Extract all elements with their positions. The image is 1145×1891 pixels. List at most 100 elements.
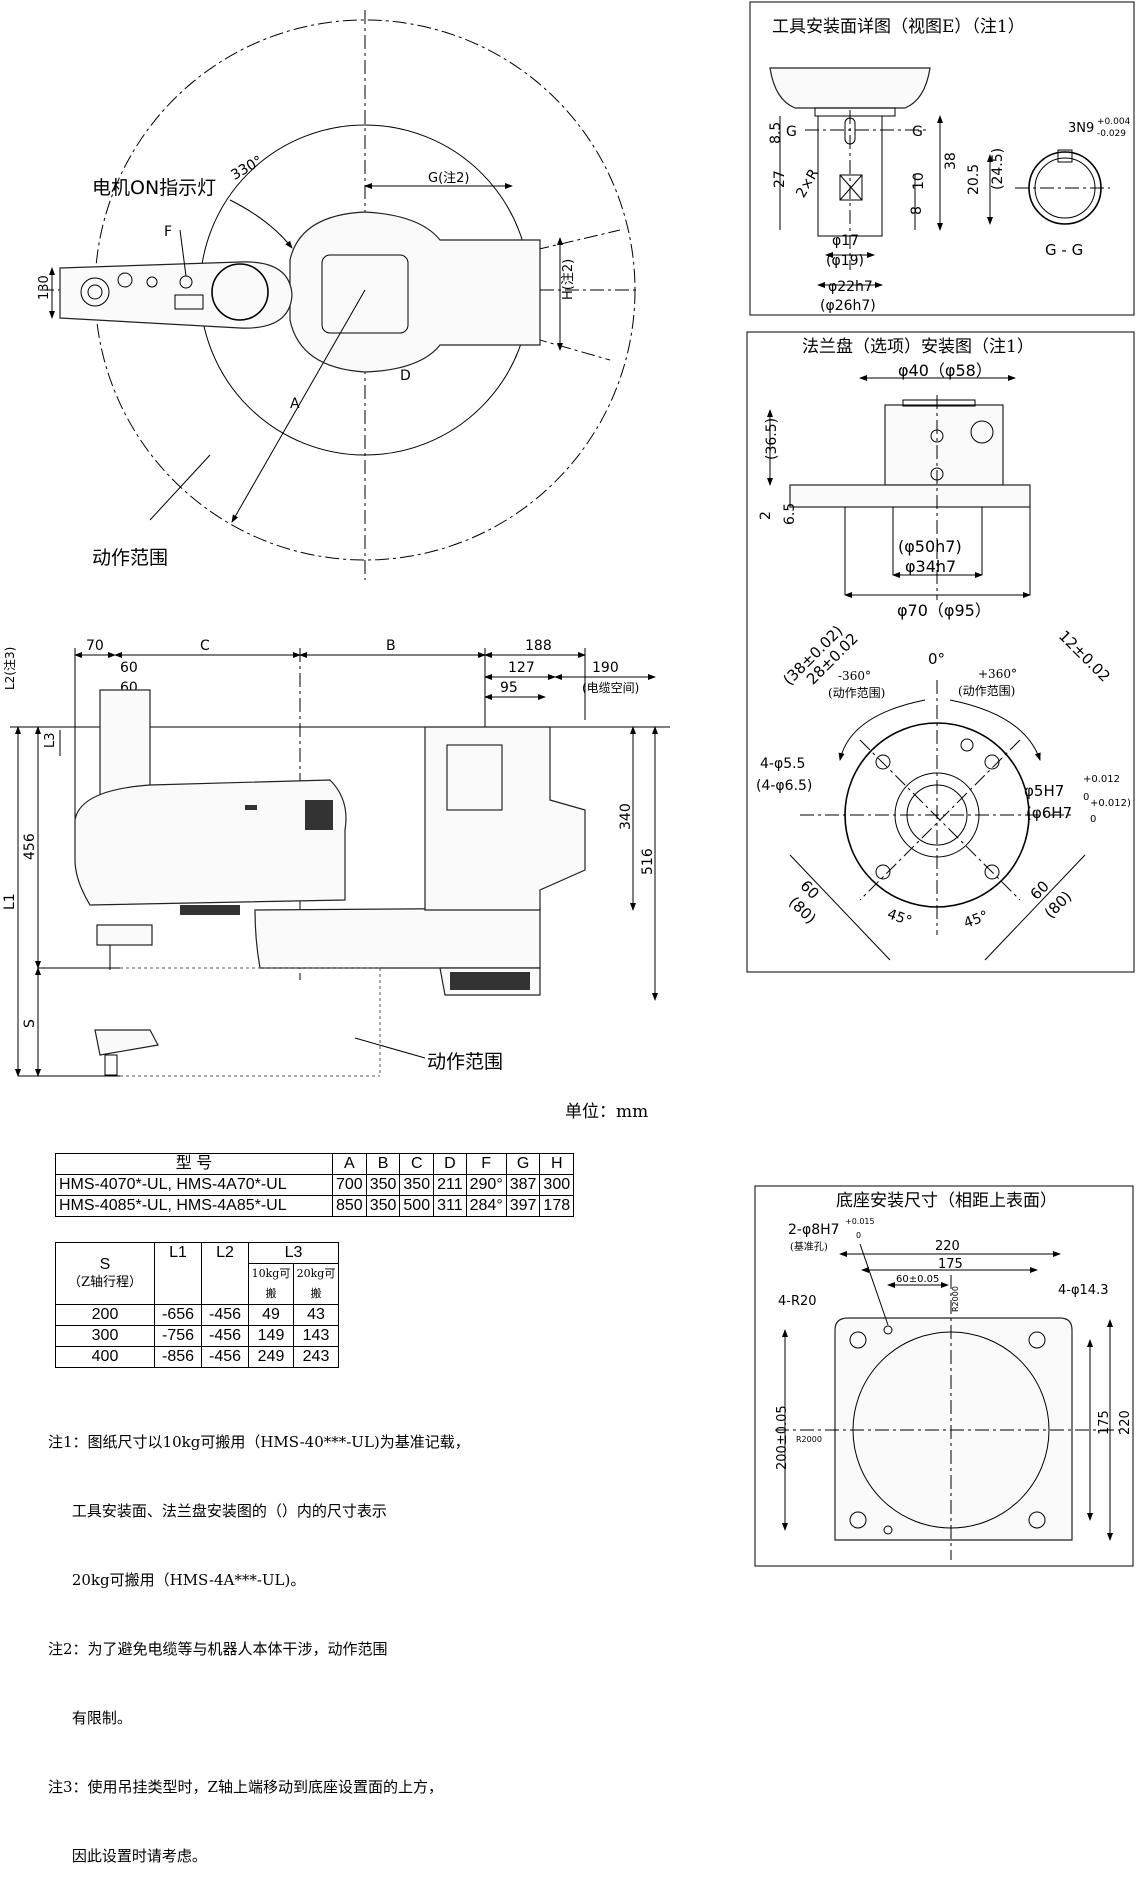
cell-f: 284° (465, 1195, 507, 1217)
cell-g: 397 (505, 1195, 541, 1217)
table-row: 300 -756 -456 149 143 (55, 1325, 339, 1347)
cell-model: HMS-4085*-UL, HMS-4A85*-UL (55, 1195, 333, 1217)
dim-l1: L1 (2, 893, 18, 910)
dim-60-right: 60 (1027, 877, 1053, 903)
base-outline-top (289, 211, 541, 373)
notes-block: 注1：图纸尺寸以10kg可搬用（HMS-40***-UL)为基准记载， 工具安装… (48, 1385, 470, 1891)
cell-b: 350 (365, 1195, 401, 1217)
tool-detail-title: 工具安装面详图（视图E）（注1） (772, 17, 1025, 37)
dim-phi34: φ34h7 (905, 557, 956, 576)
dim-95: 95 (500, 680, 518, 696)
dim-175-h: 175 (938, 1257, 963, 1272)
dim-phi5h7-tol: +0.012 (1083, 774, 1120, 785)
dim-24-5: (24.5) (990, 148, 1006, 190)
dim-2-pins: 2-φ8H7 (788, 1222, 840, 1238)
drawing-canvas: 电机ON指示灯 动作范围 330° G(注2) H(注2) F A D 130 … (2, 1, 1135, 1567)
header-d: D (433, 1153, 467, 1175)
dim-6-5: 6.5 (782, 503, 798, 525)
dim-456: 456 (22, 833, 38, 860)
note-2a: 注2：为了避免电缆等与机器人本体干涉，动作范围 (48, 1640, 388, 1658)
cell-l1: -756 (154, 1325, 202, 1347)
header-h: H (539, 1153, 575, 1175)
base-frame (754, 1185, 1134, 1567)
dim-phi5h7-zero: 0 (1083, 792, 1089, 803)
dim-h: H(注2) (561, 259, 576, 300)
range-label-right: (动作范围) (958, 684, 1015, 698)
motion-range-label-top: 动作范围 (92, 547, 168, 569)
dim-r2000-top: R2000 (951, 1286, 960, 1312)
note-3b: 因此设置时请考虑。 (48, 1847, 207, 1865)
dim-516: 516 (640, 848, 656, 875)
dim-60a: 60 (120, 660, 138, 676)
dim-2: 2 (758, 511, 774, 520)
angle-45-right: 45° (962, 908, 991, 932)
flange-frame (746, 331, 1135, 973)
dim-c: C (200, 638, 210, 654)
dim-190: 190 (592, 660, 619, 676)
dim-phi70: φ70（φ95） (897, 601, 991, 620)
table-row: 400 -856 -456 249 243 (55, 1346, 339, 1368)
dim-60-tol: 60±0.05 (896, 1274, 939, 1285)
dim-pins-tol: +0.015 (845, 1217, 875, 1226)
stroke-table: S （Z轴行程） L1 L2 L3 10kg可搬 20kg可搬 200 -656… (55, 1242, 339, 1368)
cell-g: 387 (505, 1174, 541, 1196)
note-1c: 20kg可搬用（HMS-4A***-UL)。 (48, 1571, 306, 1589)
flange-title: 法兰盘（选项）安装图（注1） (802, 337, 1034, 357)
dim-phi19: (φ19) (826, 253, 864, 269)
spec-table: 型 号 A B C D F G H HMS-4070*-UL, HMS-4A70… (55, 1153, 575, 1217)
cell-h: 178 (539, 1195, 575, 1217)
note-3a: 注3：使用吊挂类型时，Z轴上端移动到底座设置面的上方， (48, 1778, 443, 1796)
dim-130: 130 (37, 275, 52, 300)
cell-s: 300 (55, 1325, 155, 1347)
base-title: 底座安装尺寸（相距上表面） (836, 1191, 1057, 1211)
dim-3n9-tol-up: +0.004 (1097, 117, 1131, 127)
angle-pos360: +360° (978, 667, 1017, 681)
motion-range-label-side: 动作范围 (427, 1051, 503, 1073)
cell-b: 350 (365, 1174, 401, 1196)
header-a: A (332, 1153, 367, 1175)
dim-3n9: 3N9 (1068, 121, 1094, 136)
dim-d: D (400, 368, 411, 384)
spec-header-row: 型 号 A B C D F G H (55, 1153, 575, 1175)
dim-10: 10 (911, 172, 927, 190)
header-b: B (365, 1153, 401, 1175)
cell-f: 290° (465, 1174, 507, 1196)
dim-a: A (290, 396, 300, 412)
cell-d: 211 (433, 1174, 467, 1196)
base-body-side (424, 726, 586, 911)
cell-s: 400 (55, 1346, 155, 1368)
dim-340: 340 (618, 803, 634, 830)
cell-a: 700 (332, 1174, 367, 1196)
header-s-label: S (99, 1255, 111, 1273)
base-panel: 底座安装尺寸（相距上表面） 2-φ8H7 +0.015 0 (基准孔) 220 … (754, 1185, 1134, 1567)
dim-r2000-left: R2000 (796, 1435, 822, 1444)
arm2-body (74, 779, 347, 906)
dim-phi50: (φ50h7) (898, 537, 962, 556)
angle-neg360: -360° (838, 669, 871, 683)
tool-detail-frame (749, 1, 1135, 316)
header-10kg: 10kg可搬 (248, 1263, 294, 1305)
cell-l3-10: 49 (248, 1304, 294, 1326)
header-model: 型 号 (55, 1153, 333, 1175)
dim-4-holes-alt: (4-φ6.5) (756, 778, 812, 794)
dim-phi40: φ40（φ58） (898, 361, 992, 380)
cell-h: 300 (539, 1174, 575, 1196)
flange-panel: 法兰盘（选项）安装图（注1） φ40（φ58） (36.5) 2 6.5 (φ5… (746, 331, 1135, 973)
header-f: F (465, 1153, 507, 1175)
cell-l2: -456 (201, 1304, 249, 1326)
cell-d: 311 (433, 1195, 467, 1217)
dim-phi6h7-tol: +0.012) (1090, 798, 1131, 809)
dim-angle: 330° (228, 153, 265, 184)
dim-phi17: φ17 (832, 233, 859, 249)
stroke-subheader-row: 10kg可搬 20kg可搬 (56, 1263, 339, 1305)
ref-hole-label: (基准孔) (790, 1240, 828, 1253)
dim-12-tol: 12±0.02 (1055, 627, 1114, 686)
header-l2: L2 (201, 1242, 249, 1305)
dim-38: 38 (943, 152, 959, 170)
header-20kg: 20kg可搬 (293, 1263, 339, 1305)
dim-phi22: φ22h7 (828, 279, 873, 295)
dim-8-5: 8.5 (768, 122, 784, 144)
table-row: HMS-4085*-UL, HMS-4A85*-UL 850 350 500 3… (55, 1195, 575, 1217)
unit-label: 单位：mm (565, 1102, 648, 1122)
dim-27: 27 (772, 170, 788, 188)
